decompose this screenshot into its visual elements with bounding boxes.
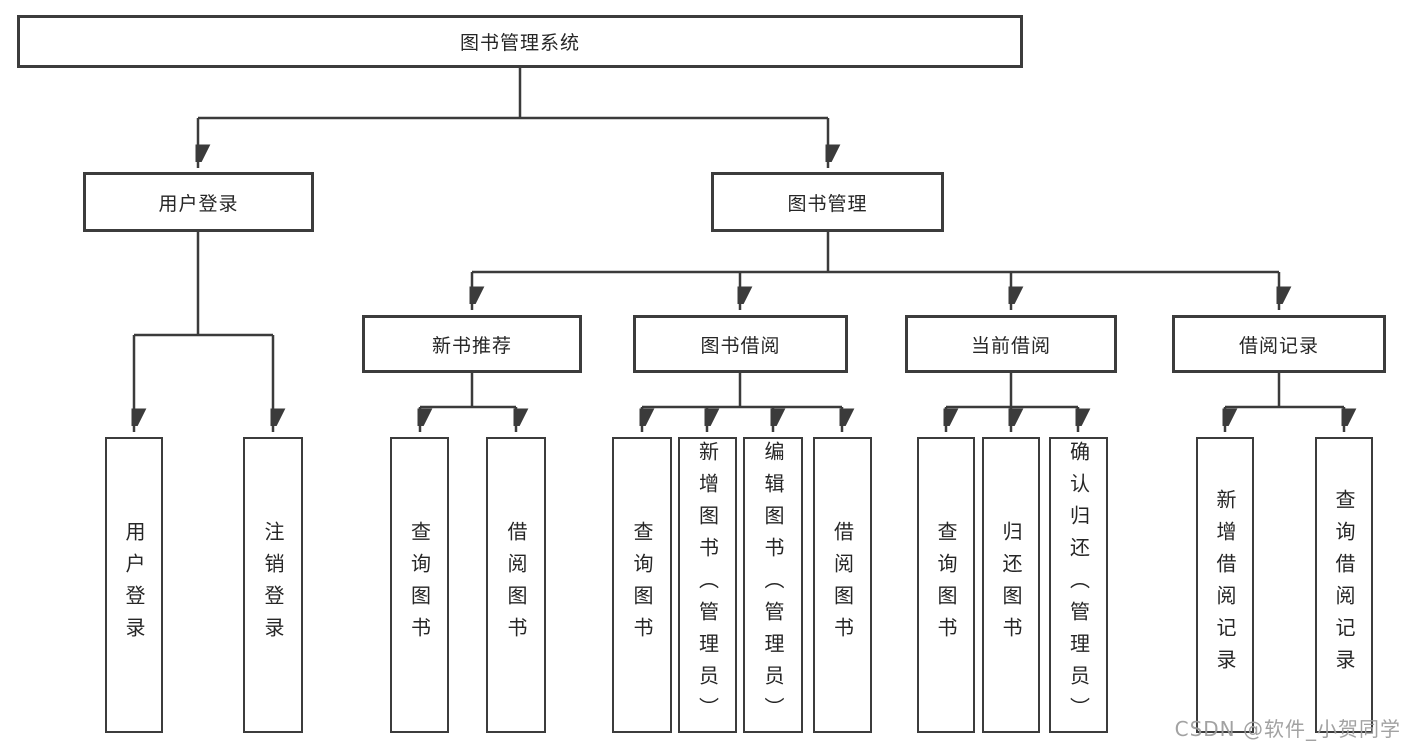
- node-borrowing-records: 借阅记录: [1172, 315, 1386, 373]
- csdn-watermark: CSDN @软件_小贺同学: [1174, 717, 1401, 741]
- node-book-management: 图书管理: [711, 172, 944, 232]
- node-book-borrowing: 图书借阅: [633, 315, 848, 373]
- leaf-add-book-admin: 新增图书（管理员）: [678, 437, 737, 733]
- node-user-login: 用户登录: [83, 172, 314, 232]
- node-current-borrowing: 当前借阅: [905, 315, 1117, 373]
- leaf-borrow-books-1: 借阅图书: [486, 437, 546, 733]
- leaf-logout: 注销登录: [243, 437, 303, 733]
- leaf-query-books-1: 查询图书: [390, 437, 449, 733]
- connector-group: [134, 68, 1344, 432]
- node-root-library-system: 图书管理系统: [17, 15, 1023, 68]
- leaf-borrow-books-2: 借阅图书: [813, 437, 872, 733]
- leaf-add-borrow-record: 新增借阅记录: [1196, 437, 1254, 733]
- leaf-query-books-3: 查询图书: [917, 437, 975, 733]
- leaf-edit-book-admin: 编辑图书（管理员）: [743, 437, 803, 733]
- leaf-user-login: 用户登录: [105, 437, 163, 733]
- leaf-query-borrow-record: 查询借阅记录: [1315, 437, 1373, 733]
- node-new-book-recommendation: 新书推荐: [362, 315, 582, 373]
- leaf-confirm-return-admin: 确认归还（管理员）: [1049, 437, 1108, 733]
- leaf-return-book: 归还图书: [982, 437, 1040, 733]
- leaf-query-books-2: 查询图书: [612, 437, 672, 733]
